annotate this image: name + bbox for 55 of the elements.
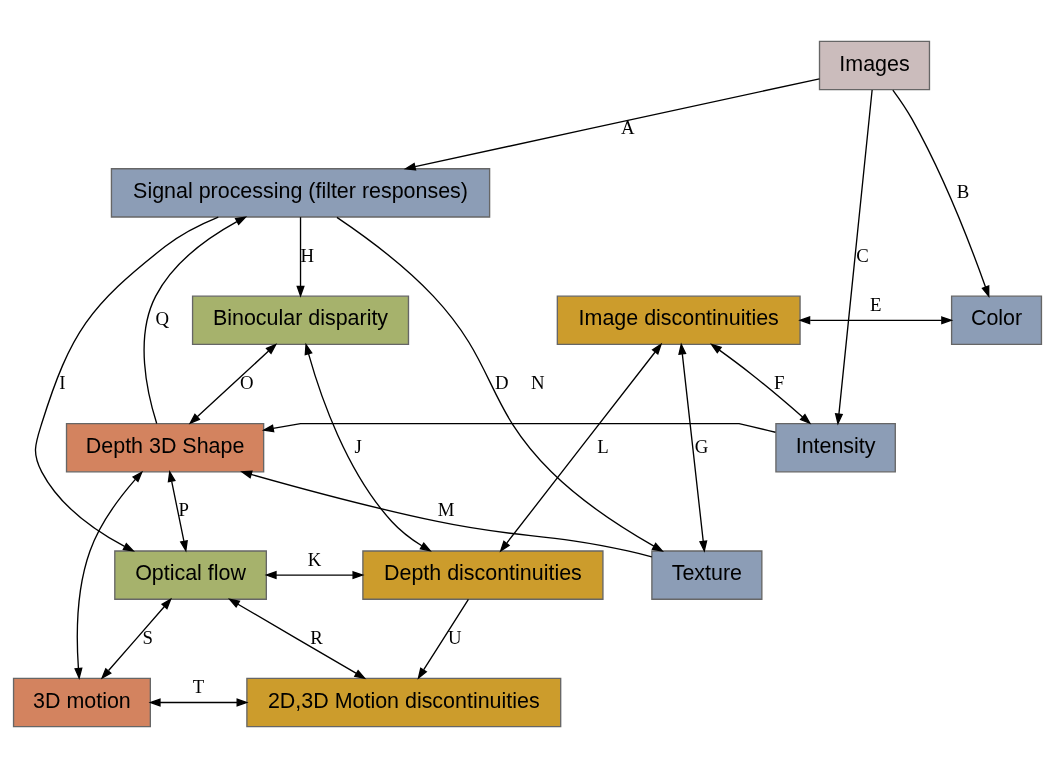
edge-label: F <box>774 371 785 393</box>
arrow <box>304 342 432 552</box>
node-box: Texture <box>651 549 763 600</box>
node-box: Signal processing (filter responses) <box>110 167 491 218</box>
edge-label: S <box>142 626 153 648</box>
edge-label: M <box>437 498 455 520</box>
arrow <box>227 597 367 679</box>
edge-label: P <box>178 498 190 520</box>
arrow <box>240 470 653 558</box>
arrow <box>678 341 708 553</box>
node-box: Image discontinuities <box>556 295 801 345</box>
node-box: Color <box>950 295 1043 345</box>
edge-label: D <box>494 371 509 393</box>
arrow <box>336 216 664 552</box>
edge-label: T <box>192 675 205 697</box>
edge-label: B <box>956 180 970 202</box>
edge-label: O <box>240 371 254 393</box>
node-box: Depth discontinuities <box>362 549 604 600</box>
edge-label: U <box>447 626 462 648</box>
edge-label: N <box>531 371 545 393</box>
arrow <box>74 470 144 680</box>
arrow <box>143 215 248 424</box>
edge-label: A <box>620 116 635 138</box>
arrow <box>892 88 990 298</box>
arrow <box>148 697 249 707</box>
node-box: Optical flow <box>114 549 267 600</box>
arrow <box>834 88 873 425</box>
node-box: Binocular disparity <box>191 295 410 345</box>
edge-label: Q <box>155 307 170 329</box>
node-box: Depth 3D Shape <box>65 422 265 472</box>
arrow <box>34 215 219 552</box>
arrow <box>499 342 663 552</box>
edge-label: L <box>597 435 609 457</box>
arrow <box>261 422 777 433</box>
arrow <box>417 598 470 680</box>
arrow <box>709 342 812 425</box>
arrow <box>403 77 821 171</box>
edge-label: J <box>354 435 362 457</box>
arrow <box>264 570 365 579</box>
edge-label: G <box>694 435 709 457</box>
edge-label: H <box>300 244 315 266</box>
arrow <box>167 469 188 553</box>
node-box: 3D motion <box>12 677 151 727</box>
node-box: Intensity <box>775 422 896 472</box>
edge-label: E <box>870 293 882 315</box>
edge-label: I <box>59 371 66 393</box>
arrow <box>296 215 305 298</box>
node-box: 2D,3D Motion discontinuities <box>246 677 562 727</box>
edge-label: C <box>856 244 869 266</box>
edge-label: R <box>310 626 323 648</box>
arrow <box>798 315 954 325</box>
node-box: Images <box>818 40 931 90</box>
arrow <box>188 342 278 425</box>
arrow <box>100 597 172 680</box>
edge-label: K <box>307 548 322 570</box>
